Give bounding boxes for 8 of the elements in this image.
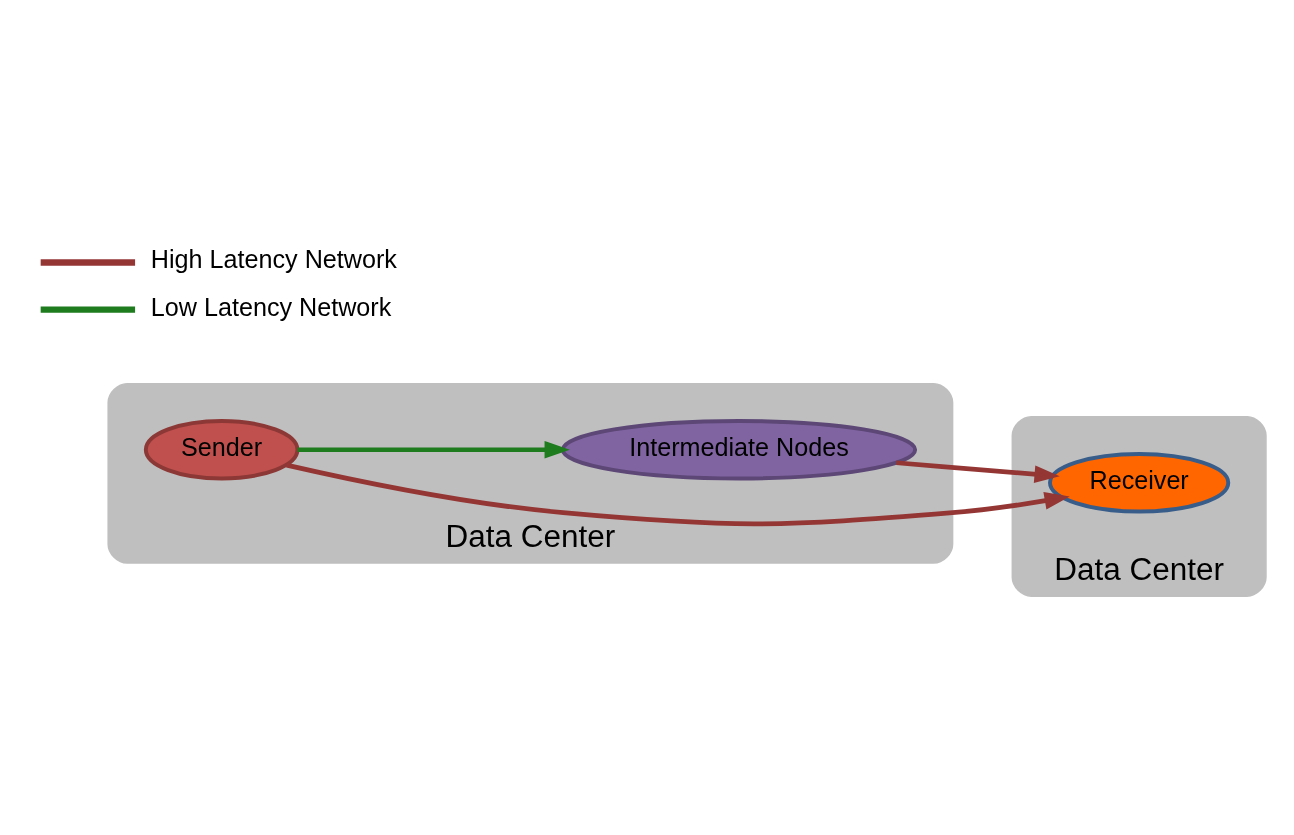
arrow (297, 440, 570, 459)
legend-label: High Latency Network (150, 245, 397, 274)
node-ellipse: Receiver (1048, 452, 1231, 514)
arrow (286, 462, 1070, 527)
arrow (896, 460, 1060, 484)
node-ellipse: Sender (143, 419, 300, 481)
node-ellipse: Intermediate Nodes (560, 419, 918, 481)
legend-label: Low Latency Network (150, 292, 392, 321)
